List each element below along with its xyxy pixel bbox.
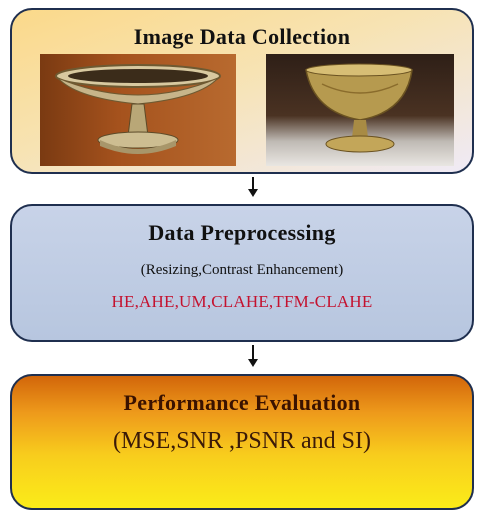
enhancement-methods-list: HE,AHE,UM,CLAHE,TFM-CLAHE (111, 292, 373, 311)
image-data-collection-box: Image Data Collection (10, 8, 474, 174)
metal-footed-bowl-photo (40, 54, 236, 166)
evaluation-title: Performance Evaluation (123, 390, 361, 415)
brass-goblet-photo (266, 54, 454, 166)
flow-arrow-collection-to-preprocessing (248, 177, 258, 199)
flow-arrow-preprocessing-to-evaluation (248, 345, 258, 369)
preprocessing-title: Data Preprocessing (148, 220, 336, 245)
evaluation-metrics: (MSE,SNR ,PSNR and SI) (112, 428, 372, 454)
data-preprocessing-box: Data Preprocessing (Resizing,Contrast En… (10, 204, 474, 342)
collection-title: Image Data Collection (133, 24, 351, 49)
performance-evaluation-box: Performance Evaluation (MSE,SNR ,PSNR an… (10, 374, 474, 510)
preprocessing-subtitle: (Resizing,Contrast Enhancement) (140, 262, 344, 278)
